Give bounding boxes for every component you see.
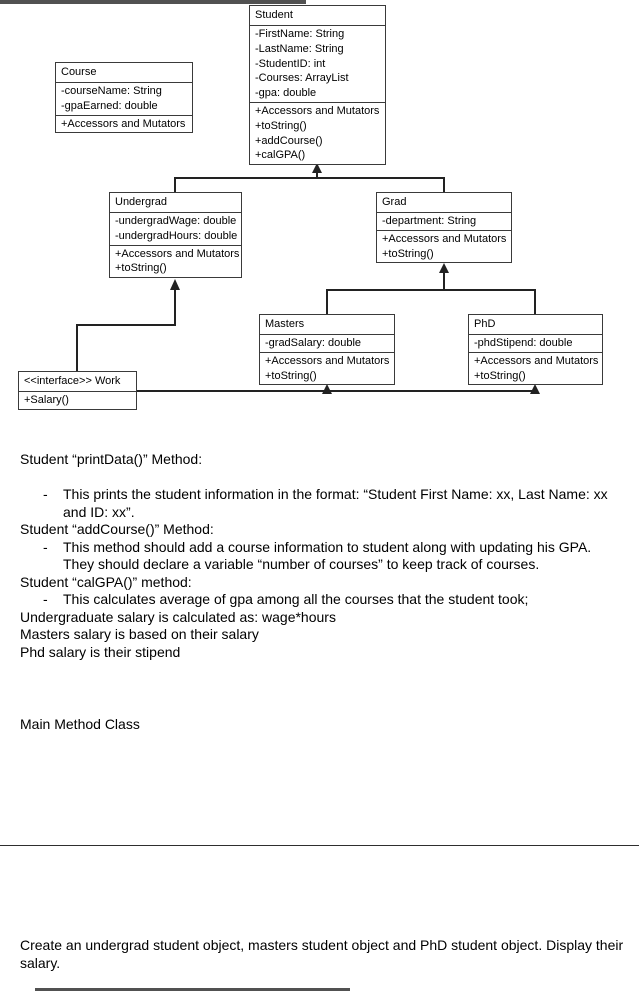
class-methods-course: +Accessors and Mutators: [56, 114, 192, 133]
class-method: +Salary(): [24, 394, 69, 406]
class-attributes-student: -FirstName: String -LastName: String -Stud…: [250, 25, 385, 102]
class-title-masters: Masters: [265, 318, 305, 330]
class-method: +toString(): [382, 247, 434, 260]
note-text: This prints the student information in t…: [63, 486, 608, 520]
class-method: +toString(): [474, 369, 526, 382]
class-method: +calGPA(): [255, 149, 306, 162]
class-method: +Accessors and Mutators: [115, 247, 240, 260]
class-box-work: <<interface>> Work +Salary(): [18, 371, 137, 410]
class-methods-student: +Accessors and Mutators +toString() +addCo…: [250, 101, 385, 164]
class-box-masters: Masters -gradSalary: double +Accessors and…: [259, 314, 395, 386]
class-attributes-grad: -department: String: [377, 212, 511, 230]
class-methods-undergrad: +Accessors and Mutators +toString(): [110, 244, 241, 278]
relation-undergrad-grad-to-student-line: [174, 177, 445, 192]
bullet-dash: -: [43, 486, 48, 502]
main-method-heading: Main Method Class: [20, 716, 140, 732]
class-method: +toString(): [255, 119, 307, 132]
class-attribute: -gradSalary: double: [265, 337, 362, 349]
class-attribute: -undergradHours: double: [115, 229, 238, 242]
class-method: +Accessors and Mutators: [474, 354, 599, 367]
class-box-undergrad: Undergrad-undergradWage: double-undergra…: [109, 192, 242, 279]
section-divider: [0, 845, 639, 846]
class-method: +Accessors and Mutators: [255, 104, 380, 117]
class-method: +Accessors and Mutators: [61, 117, 186, 130]
uml-diagram: Student -FirstName: String -LastName: Stri…: [0, 0, 639, 440]
class-method: +toString(): [115, 262, 167, 275]
arrowhead-to-student: [312, 163, 322, 173]
note-heading: Student “calGPA()” method:: [20, 573, 192, 590]
class-attributes-masters: -gradSalary: double: [260, 334, 394, 352]
footer-instruction: Create an undergrad student object, mast…: [20, 937, 624, 971]
note-bullet: -This method should add a course informa…: [20, 539, 625, 574]
class-attribute: -courseName: String: [61, 85, 162, 97]
class-title-phd: PhD: [474, 318, 496, 330]
bullet-dash: -: [43, 538, 48, 555]
note-bullet: -This prints the student information in …: [20, 486, 625, 521]
class-methods-phd: +Accessors and Mutators +toString(): [469, 351, 602, 385]
class-title-work: <<interface>> Work: [24, 375, 121, 387]
note-bullet: -This calculates average of gpa among al…: [20, 591, 625, 609]
arrowhead-to-grad: [439, 263, 449, 273]
class-title-course: Course: [61, 66, 97, 78]
notes-section: Student “printData()” Method:-This print…: [20, 451, 625, 661]
arrowhead-to-masters: [322, 384, 332, 394]
class-attribute: -department: String: [382, 215, 477, 227]
arrowhead-to-phd: [530, 384, 540, 394]
class-method: +Accessors and Mutators: [265, 354, 390, 367]
class-attribute: -undergradWage: double: [115, 215, 237, 227]
class-method: +Accessors and Mutators: [382, 232, 507, 245]
class-box-course: Course -courseName: String -gpaEarned: dou…: [55, 62, 193, 134]
class-methods-work: +Salary(): [19, 391, 136, 409]
class-method: +toString(): [265, 369, 317, 382]
class-attribute: -gpaEarned: double: [61, 99, 158, 112]
class-attributes-course: -courseName: String -gpaEarned: double: [56, 82, 192, 115]
class-box-grad: Grad -department: String +Accessors and Mu…: [376, 192, 512, 264]
class-attributes-phd: -phdStipend: double: [469, 334, 602, 352]
bullet-dash: -: [43, 591, 48, 607]
note-heading: Student “printData()” Method:: [20, 451, 203, 467]
bottom-edge-bar: [35, 988, 350, 991]
arrowhead-to-undergrad: [170, 279, 180, 290]
class-attribute: -FirstName: String: [255, 28, 345, 40]
relation-work-to-undergrad-line: [76, 288, 176, 371]
class-box-student: Student -FirstName: String -LastName: Stri…: [249, 5, 386, 166]
class-attribute: -LastName: String: [255, 42, 344, 55]
note-plain: Phd salary is their stipend: [20, 643, 181, 660]
relation-masters-phd-to-grad-line: [326, 289, 536, 314]
class-attribute: -phdStipend: double: [474, 337, 573, 349]
class-methods-masters: +Accessors and Mutators +toString(): [260, 351, 394, 385]
class-attributes-undergrad: -undergradWage: double -undergradHours: d…: [110, 212, 241, 245]
class-attribute: -gpa: double: [255, 87, 317, 100]
top-edge-bar: [0, 0, 306, 4]
note-text: This method should add a course informat…: [63, 538, 592, 573]
class-title-student: Student: [255, 9, 293, 21]
note-text: This calculates average of gpa among all…: [63, 591, 529, 607]
class-attribute: -Courses: ArrayList: [255, 72, 349, 85]
class-attribute: -StudentID: int: [255, 57, 326, 70]
class-method: +addCourse(): [255, 134, 323, 147]
class-methods-grad: +Accessors and Mutators +toString(): [377, 229, 511, 263]
relations-svg: [76, 163, 540, 394]
note-heading: Student “addCourse()” Method:: [20, 521, 214, 537]
note-plain: Masters salary is based on their salary: [20, 626, 259, 642]
class-box-phd: PhD -phdStipend: double +Accessors and Mut…: [468, 314, 603, 386]
class-title-undergrad: Undergrad: [115, 196, 167, 208]
note-plain: Undergraduate salary is calculated as: w…: [20, 608, 336, 625]
class-title-grad: Grad: [382, 196, 407, 208]
